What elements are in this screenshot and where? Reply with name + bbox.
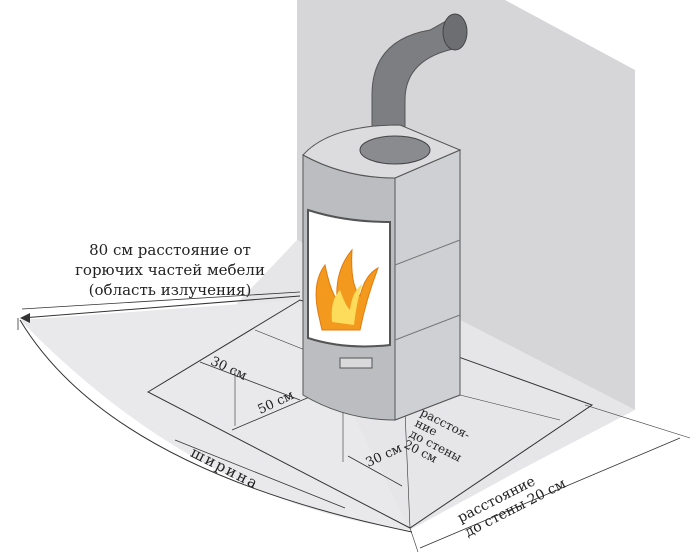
flame-inner-icon xyxy=(331,284,362,325)
stove-panel-seam-2 xyxy=(394,314,461,341)
radiation-label-line1: 80 см расстояние от xyxy=(89,241,251,259)
radiation-arc xyxy=(19,319,413,533)
flame-icon xyxy=(315,248,379,331)
radiation-label: 80 см расстояние от горючих частей мебел… xyxy=(70,240,270,300)
radiation-label-leader xyxy=(21,291,301,310)
arrow-left xyxy=(20,313,30,323)
stove-top-plate xyxy=(359,135,431,165)
dim-front-line xyxy=(199,361,301,401)
dim-width-line xyxy=(174,439,346,509)
floor-plate xyxy=(146,299,594,529)
dim-wall-tick-1 xyxy=(584,404,691,439)
dim-wall-tick-2 xyxy=(409,527,419,553)
pipe-outlet xyxy=(442,13,468,51)
radiation-label-line2: горючих частей мебели xyxy=(75,261,265,279)
dim-side-line xyxy=(347,455,403,487)
ash-drawer-handle xyxy=(339,357,373,369)
dim-wall-line xyxy=(419,437,681,549)
stove-side-panel xyxy=(394,149,461,421)
radiation-label-line3: (область излучения) xyxy=(88,281,252,299)
dim-guide-5 xyxy=(459,394,561,421)
radiation-radius-line xyxy=(21,295,301,319)
stove-panel-seam-1 xyxy=(394,239,461,266)
